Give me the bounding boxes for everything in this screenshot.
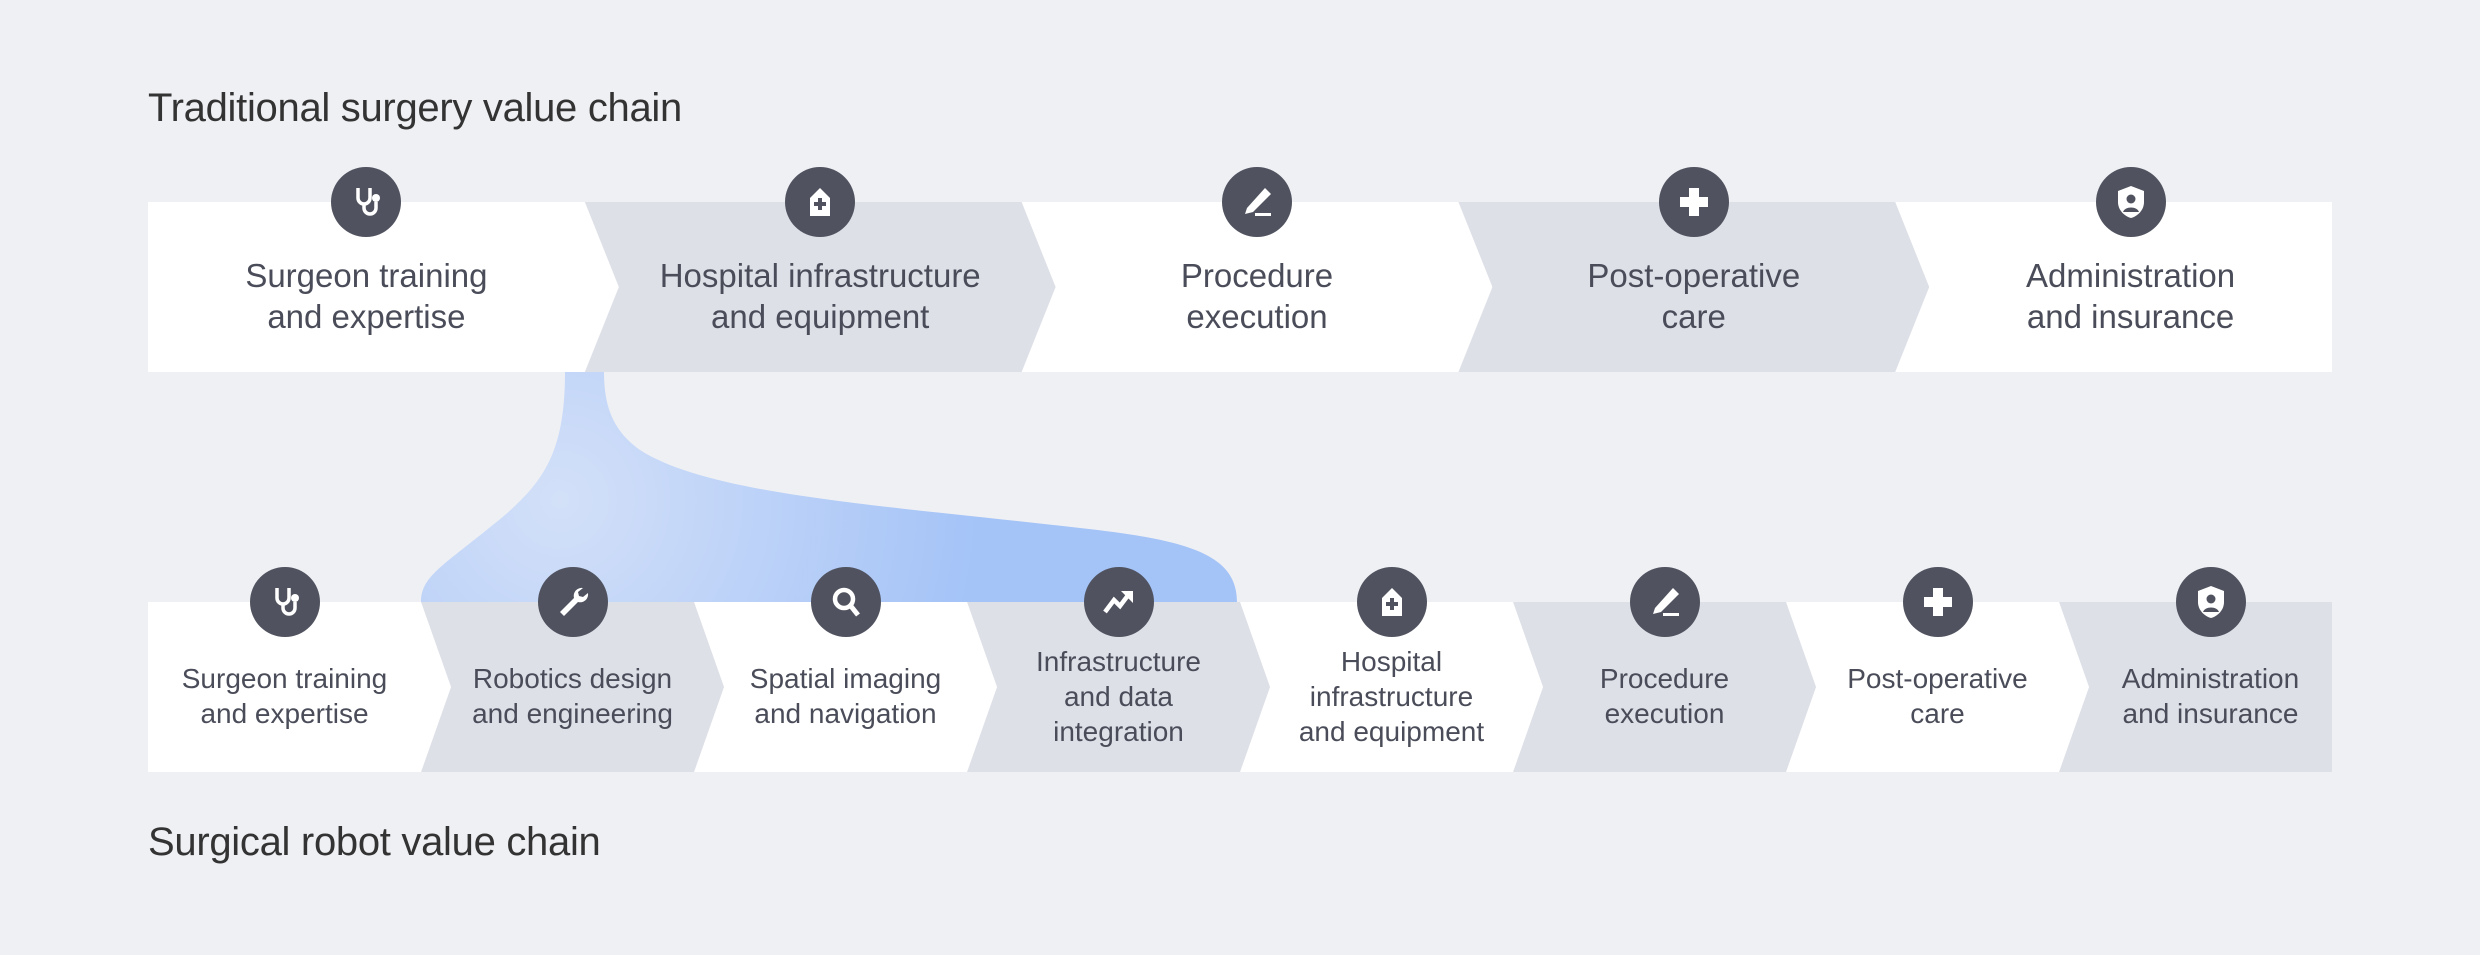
step-label: Surgeon training and expertise bbox=[181, 663, 388, 729]
medical-cross-icon bbox=[1658, 167, 1729, 237]
step-label: Robotics design and engineering bbox=[472, 663, 673, 729]
step-label: Post-operative care bbox=[1847, 663, 2028, 729]
step-label: Hospital infrastructure and equipment bbox=[659, 256, 981, 335]
step-label: Surgeon training and expertise bbox=[245, 256, 488, 335]
step-label: Spatial imaging and navigation bbox=[749, 663, 942, 729]
hospital-icon bbox=[785, 167, 856, 237]
step-label: Procedure execution bbox=[1180, 256, 1334, 335]
robot-value-chain: Surgeon training and expertise Robotics d… bbox=[148, 602, 2332, 772]
chain-step: Administration and insurance bbox=[2059, 602, 2332, 772]
step-label: Administration and insurance bbox=[2121, 663, 2300, 729]
stethoscope-icon bbox=[249, 567, 320, 637]
traditional-value-chain: Surgeon training and expertise Hospital i… bbox=[148, 202, 2332, 372]
hospital-icon bbox=[1356, 567, 1427, 637]
stethoscope-icon bbox=[331, 167, 402, 237]
step-label: Infrastructure and data integration bbox=[1036, 645, 1201, 747]
medical-cross-icon bbox=[1902, 567, 1973, 637]
scalpel-icon bbox=[1629, 567, 1700, 637]
step-label: Administration and insurance bbox=[2026, 256, 2236, 335]
shield-user-icon bbox=[2175, 567, 2246, 637]
wrench-icon bbox=[537, 567, 608, 637]
step-label: Hospital infrastructure and equipment bbox=[1298, 645, 1485, 747]
chain-step: Hospital infrastructure and equipment bbox=[584, 202, 1056, 372]
traditional-chain-title: Traditional surgery value chain bbox=[148, 86, 682, 130]
scalpel-icon bbox=[1222, 167, 1292, 237]
step-label: Procedure execution bbox=[1599, 663, 1730, 729]
chain-step: Procedure execution bbox=[1021, 202, 1493, 372]
shield-user-icon bbox=[2095, 167, 2166, 237]
step-label: Post-operative care bbox=[1587, 256, 1801, 335]
trend-arrow-icon bbox=[1083, 567, 1154, 637]
chain-step: Hospital infrastructure and equipment bbox=[1240, 602, 1543, 772]
robot-chain-title: Surgical robot value chain bbox=[148, 820, 601, 864]
magnifier-icon bbox=[810, 567, 881, 637]
